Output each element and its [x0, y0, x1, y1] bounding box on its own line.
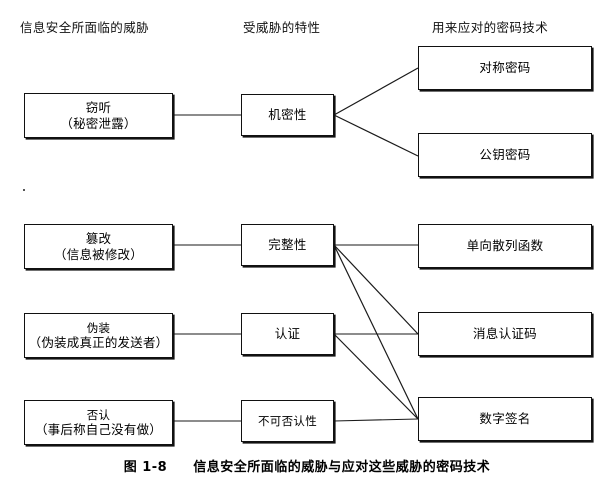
threat-box-spoofing[interactable]: 伪装 （伪装成真正的发送者）	[24, 313, 173, 358]
technique-label: 消息认证码	[472, 326, 537, 342]
technique-label: 单向散列函数	[466, 238, 544, 254]
threat-title: 伪装	[86, 320, 111, 335]
technique-label: 对称密码	[479, 60, 531, 76]
property-box-integrity[interactable]: 完整性	[241, 224, 334, 266]
threat-detail: （事后称自己没有做）	[34, 421, 162, 437]
technique-label: 公钥密码	[479, 147, 531, 163]
link-authentication-signature	[333, 333, 419, 420]
threat-detail: （秘密泄露）	[60, 115, 137, 131]
technique-box-symmetric-cipher[interactable]: 对称密码	[418, 46, 592, 90]
technique-box-one-way-hash-function[interactable]: 单向散列函数	[418, 224, 592, 268]
threat-box-tampering[interactable]: 篡改 （信息被修改）	[24, 224, 173, 269]
threat-box-eavesdropping[interactable]: 窃听 （秘密泄露）	[24, 93, 173, 138]
threat-title: 否认	[86, 407, 111, 422]
figure-caption: 图 1-8 信息安全所面临的威胁与应对这些威胁的密码技术	[0, 456, 614, 475]
link-confidentiality-publickey	[333, 114, 419, 157]
figure-caption-text: 信息安全所面临的威胁与应对这些威胁的密码技术	[193, 460, 491, 475]
link-integrity-mac	[333, 244, 419, 335]
column-header-properties: 受威胁的特性	[243, 20, 321, 35]
technique-box-public-key-cipher[interactable]: 公钥密码	[418, 133, 592, 177]
technique-box-digital-signature[interactable]: 数字签名	[418, 397, 592, 441]
column-header-techniques: 用来应对的密码技术	[432, 20, 549, 35]
threat-detail: （伪装成真正的发送者）	[28, 334, 169, 350]
threat-detail: （信息被修改）	[54, 246, 143, 262]
link-nonrepudiation-signature	[333, 418, 419, 422]
technique-box-message-authentication-code[interactable]: 消息认证码	[418, 312, 592, 356]
property-label: 完整性	[268, 237, 307, 253]
property-label: 机密性	[268, 107, 307, 123]
threat-title: 窃听	[85, 99, 112, 115]
property-label: 认证	[274, 326, 301, 342]
property-box-confidentiality[interactable]: 机密性	[241, 94, 334, 136]
technique-label: 数字签名	[479, 411, 531, 427]
scan-speck	[23, 189, 25, 191]
threat-box-repudiation[interactable]: 否认 （事后称自己没有做）	[24, 400, 173, 445]
link-integrity-signature	[333, 244, 419, 420]
property-label: 不可否认性	[258, 413, 317, 428]
property-box-authentication[interactable]: 认证	[241, 313, 334, 355]
property-box-non-repudiation[interactable]: 不可否认性	[241, 400, 334, 442]
figure-number: 图 1-8	[123, 460, 168, 475]
column-header-threats: 信息安全所面临的威胁	[20, 20, 150, 35]
link-confidentiality-symmetric	[333, 67, 419, 116]
threat-title: 篡改	[85, 230, 112, 246]
